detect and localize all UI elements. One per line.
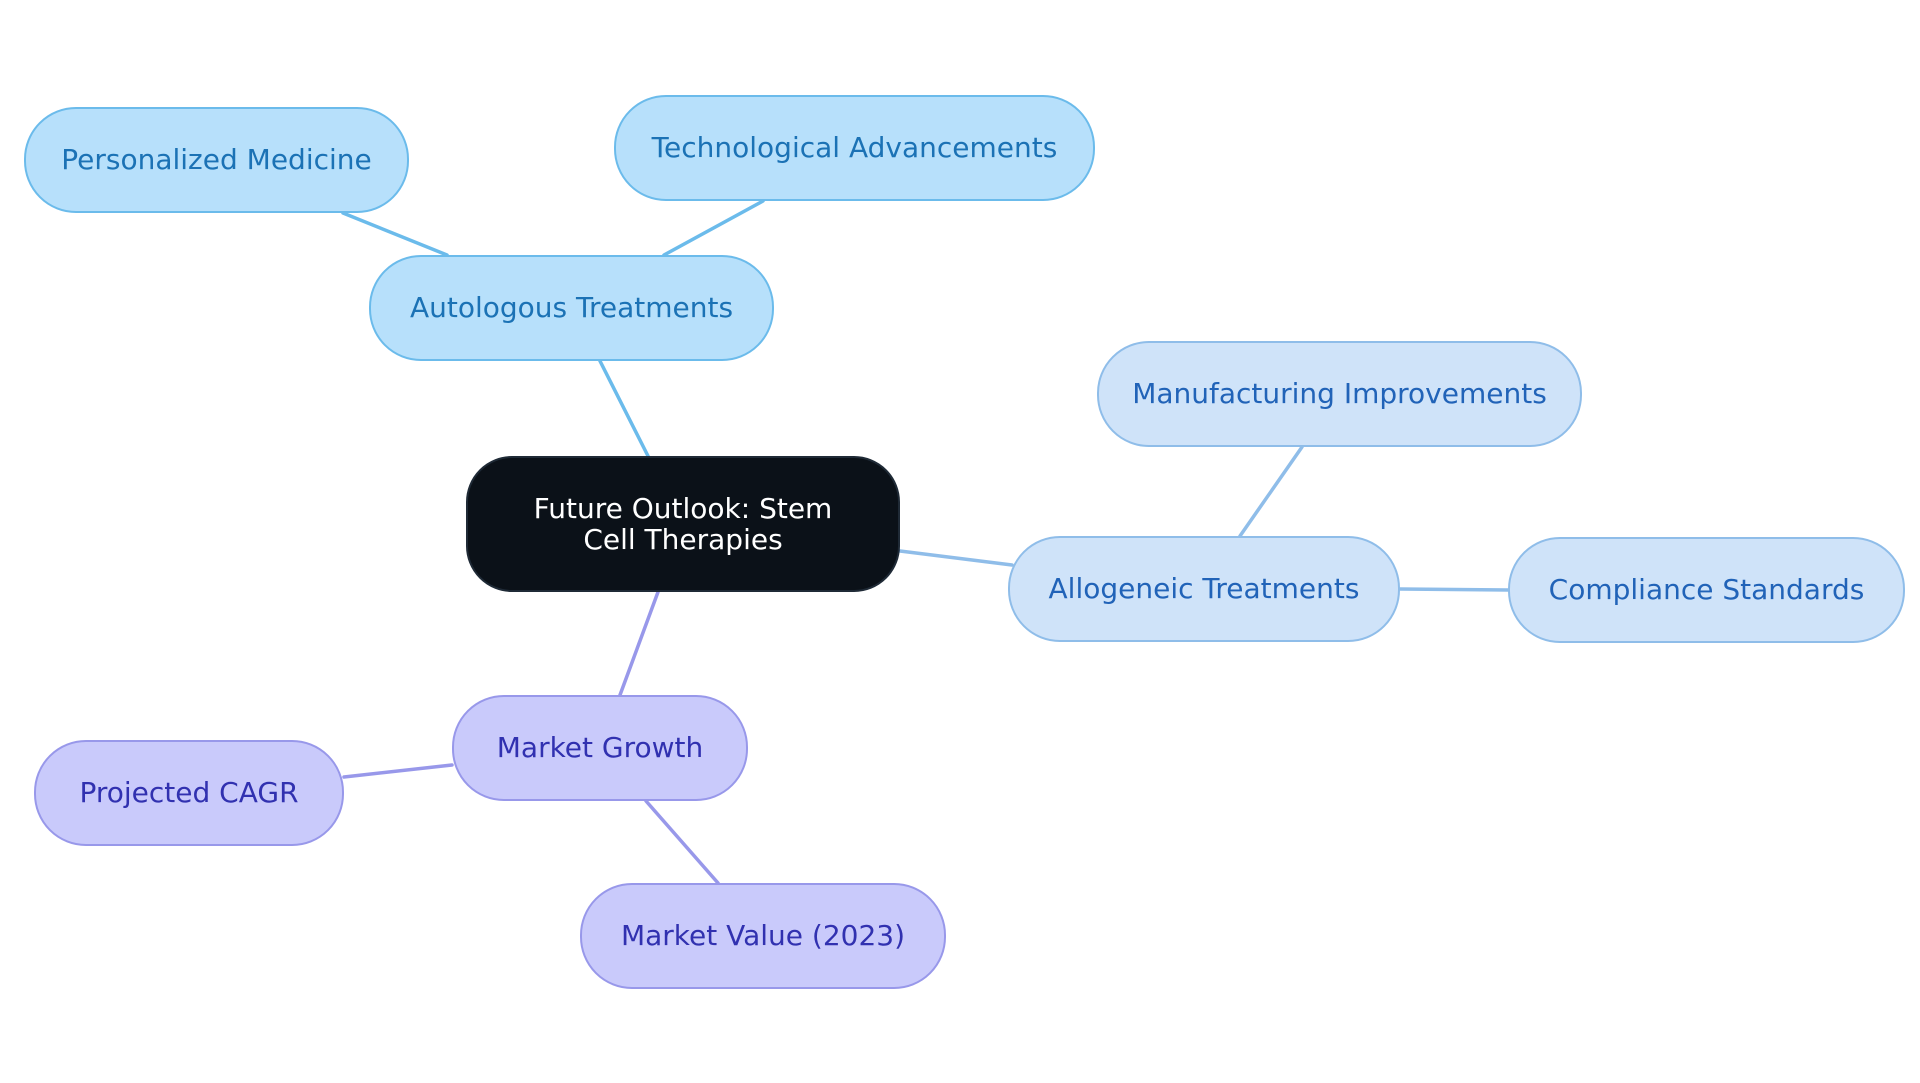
branch-node-allogeneic[interactable]: Allogeneic Treatments bbox=[1008, 536, 1400, 642]
connector-allogeneic-to-manufacturing bbox=[1238, 445, 1304, 538]
connector-autologous-to-technological bbox=[662, 199, 765, 257]
branch-node-market-growth[interactable]: Market Growth bbox=[452, 695, 748, 801]
leaf-node-personalized-medicine[interactable]: Personalized Medicine bbox=[24, 107, 409, 213]
leaf-node-manufacturing-improvements[interactable]: Manufacturing Improvements bbox=[1097, 341, 1582, 447]
root-node[interactable]: Future Outlook: Stem Cell Therapies bbox=[466, 456, 900, 592]
leaf-node-projected-cagr[interactable]: Projected CAGR bbox=[34, 740, 344, 846]
connector-root-to-market bbox=[618, 590, 660, 697]
root-node-label: Future Outlook: Stem Cell Therapies bbox=[533, 491, 833, 556]
connector-autologous-to-personalized bbox=[341, 211, 449, 257]
leaf-node-label: Technological Advancements bbox=[651, 131, 1058, 165]
leaf-node-market-value[interactable]: Market Value (2023) bbox=[580, 883, 946, 989]
leaf-node-label: Market Value (2023) bbox=[620, 919, 906, 953]
leaf-node-technological-advancements[interactable]: Technological Advancements bbox=[614, 95, 1095, 201]
connector-root-to-autologous bbox=[598, 359, 650, 458]
branch-node-label: Market Growth bbox=[496, 731, 704, 765]
branch-node-label: Allogeneic Treatments bbox=[1048, 572, 1360, 606]
leaf-node-label: Projected CAGR bbox=[79, 776, 299, 810]
leaf-node-label: Personalized Medicine bbox=[61, 143, 372, 177]
connector-market-to-cagr bbox=[342, 763, 454, 779]
connector-root-to-allogeneic bbox=[898, 549, 1014, 567]
leaf-node-compliance-standards[interactable]: Compliance Standards bbox=[1508, 537, 1905, 643]
leaf-node-label: Manufacturing Improvements bbox=[1132, 377, 1547, 411]
connector-allogeneic-to-compliance bbox=[1398, 587, 1510, 592]
connector-market-to-value bbox=[644, 799, 720, 885]
branch-node-autologous[interactable]: Autologous Treatments bbox=[369, 255, 774, 361]
branch-node-label: Autologous Treatments bbox=[409, 291, 734, 325]
leaf-node-label: Compliance Standards bbox=[1548, 573, 1865, 607]
